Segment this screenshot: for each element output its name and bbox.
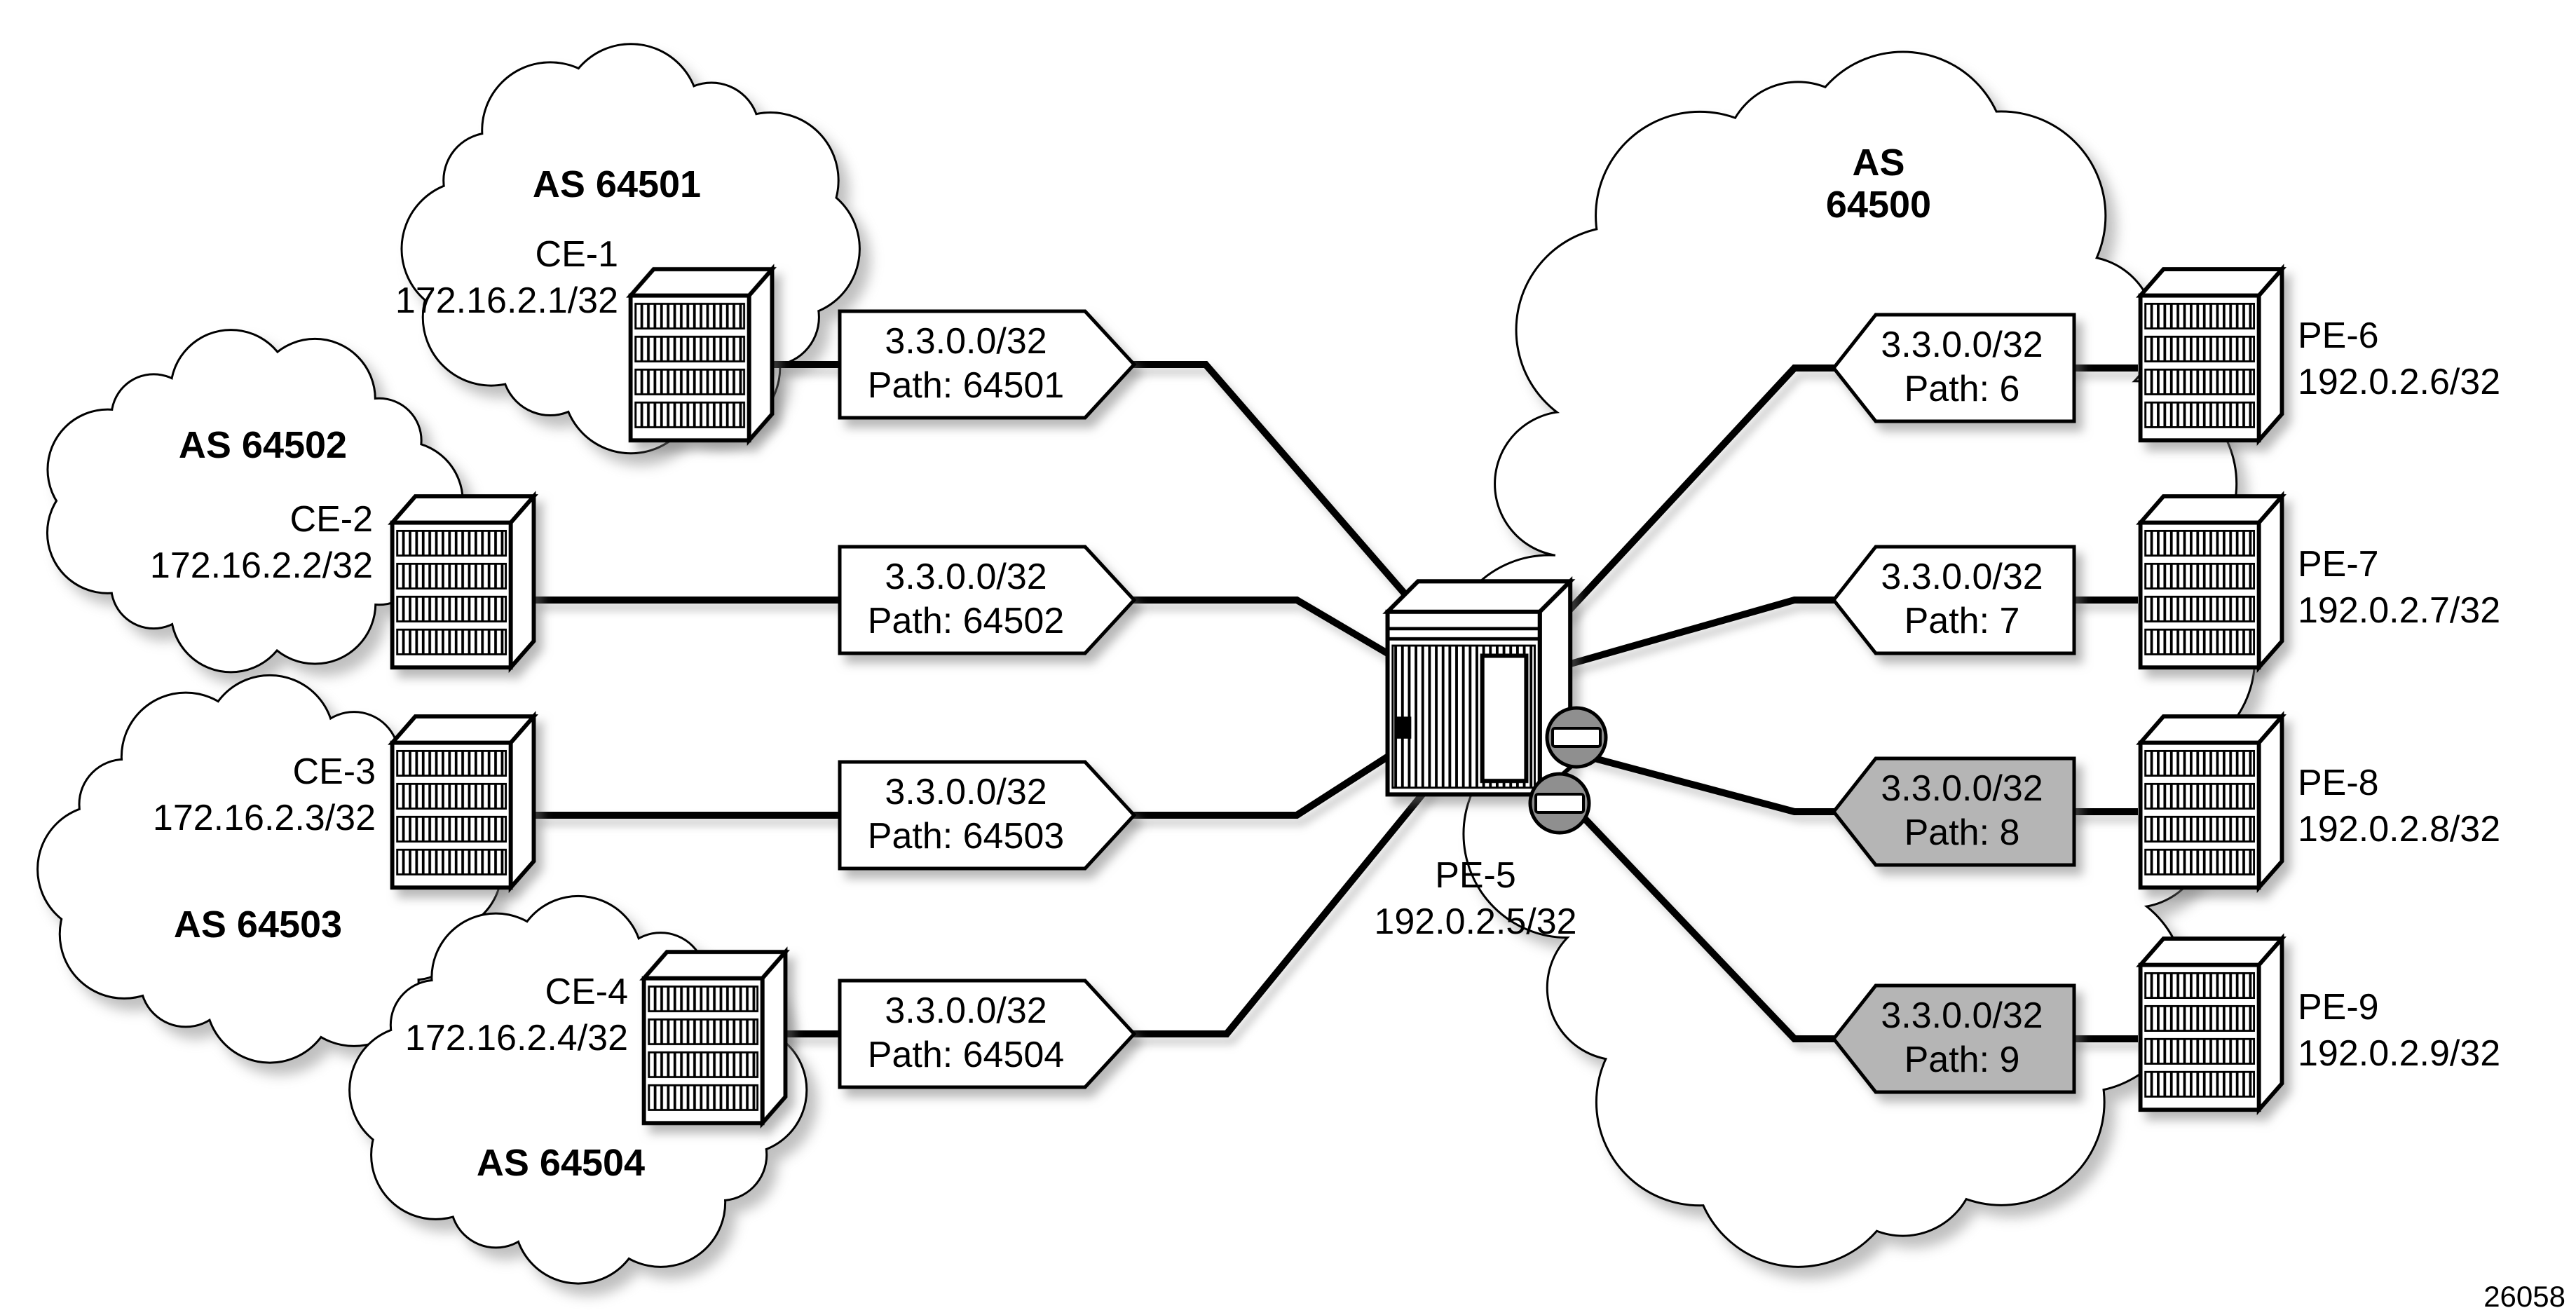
router-ip-pe9: 192.0.2.9/32 [2298, 1033, 2501, 1074]
route-banners [838, 309, 2076, 1094]
route-banner-ce4 [838, 979, 1137, 1089]
label-pe6: PE-6 192.0.2.6/32 [2298, 313, 2576, 405]
router-name-pe6: PE-6 [2298, 315, 2379, 356]
router-icon-ce3 [393, 716, 534, 887]
router-name-ce2: CE-2 [289, 499, 373, 540]
router-ip-pe5: 192.0.2.5/32 [1374, 901, 1577, 942]
router-icon-ce2 [393, 496, 534, 667]
router-name-pe7: PE-7 [2298, 544, 2379, 585]
link-ce2-pe5 [533, 597, 1411, 669]
label-ce3: CE-3 172.16.2.3/32 [31, 749, 376, 841]
route-prefix: 3.3.0.0/32 [1881, 325, 2043, 365]
cloud-as64503 [36, 674, 503, 1064]
route-prefix: 3.3.0.0/32 [885, 990, 1047, 1031]
route-prefix: 3.3.0.0/32 [885, 557, 1047, 597]
policy-icon-lower [1528, 772, 1591, 835]
router-icon-pe5 [1388, 581, 1571, 794]
route-path: Path: 9 [1904, 1040, 2020, 1080]
route-prefix: 3.3.0.0/32 [1881, 768, 2043, 809]
route-path: Path: 64504 [867, 1035, 1065, 1075]
label-ce1: CE-1 172.16.2.1/32 [273, 231, 618, 324]
router-icon-pe9 [2141, 939, 2282, 1110]
route-banner-pe9-highlighted [1831, 983, 2076, 1094]
link-ce3-pe5 [533, 740, 1411, 819]
router-ip-ce2: 172.16.2.2/32 [149, 545, 373, 586]
router-name-ce3: CE-3 [292, 751, 376, 792]
router-name-ce4: CE-4 [545, 972, 628, 1012]
as-label-64504: AS 64504 [476, 1142, 646, 1184]
route-label-ce3: 3.3.0.0/32 Path: 64503 [841, 770, 1091, 859]
router-name-pe5: PE-5 [1435, 855, 1516, 896]
cloud-as64502 [46, 329, 464, 674]
route-path: Path: 64501 [867, 365, 1065, 406]
route-prefix: 3.3.0.0/32 [1881, 995, 2043, 1036]
router-ip-ce1: 172.16.2.1/32 [395, 280, 618, 321]
label-pe5: PE-5 192.0.2.5/32 [1300, 852, 1651, 945]
route-banner-pe7 [1831, 545, 2076, 655]
label-pe9: PE-9 192.0.2.9/32 [2298, 984, 2576, 1077]
route-path: Path: 8 [1904, 812, 2020, 853]
policy-icon-upper [1545, 706, 1608, 769]
router-ip-ce3: 172.16.2.3/32 [152, 798, 376, 838]
as-label-64500-line2: 64500 [1825, 184, 1932, 226]
label-pe7: PE-7 192.0.2.7/32 [2298, 541, 2576, 634]
router-icon-pe7 [2141, 496, 2282, 667]
label-ce4: CE-4 172.16.2.4/32 [283, 969, 628, 1061]
route-path: Path: 6 [1904, 369, 2020, 409]
route-prefix: 3.3.0.0/32 [885, 772, 1047, 812]
route-prefix: 3.3.0.0/32 [1881, 557, 2043, 597]
route-label-pe9: 3.3.0.0/32 Path: 9 [1855, 994, 2069, 1082]
route-banner-ce3 [838, 760, 1137, 871]
route-label-pe7: 3.3.0.0/32 Path: 7 [1855, 555, 2069, 643]
route-prefix: 3.3.0.0/32 [885, 321, 1047, 362]
router-icon-pe8 [2141, 716, 2282, 887]
router-icon-pe6 [2141, 269, 2282, 440]
route-banner-pe6 [1831, 313, 2076, 423]
router-icon-ce1 [631, 269, 772, 440]
router-name-pe8: PE-8 [2298, 763, 2379, 803]
route-banner-ce1 [838, 309, 1137, 420]
router-icon-ce4 [644, 952, 786, 1123]
route-banner-ce2 [838, 545, 1137, 655]
as-label-64501: AS 64501 [532, 163, 702, 205]
as-label-64503: AS 64503 [173, 904, 343, 946]
route-banner-pe8-highlighted [1831, 756, 2076, 867]
router-ip-pe6: 192.0.2.6/32 [2298, 362, 2501, 402]
as-label-64502: AS 64502 [178, 424, 348, 466]
figure-number: 26058 [2483, 1280, 2565, 1313]
route-label-pe6: 3.3.0.0/32 Path: 6 [1855, 323, 2069, 411]
router-ip-ce4: 172.16.2.4/32 [404, 1018, 628, 1058]
router-ip-pe8: 192.0.2.8/32 [2298, 809, 2501, 850]
route-label-ce2: 3.3.0.0/32 Path: 64502 [841, 555, 1091, 643]
as-label-64500-line1: AS [1852, 142, 1905, 184]
router-ip-pe7: 192.0.2.7/32 [2298, 590, 2501, 631]
route-label-ce4: 3.3.0.0/32 Path: 64504 [841, 989, 1091, 1077]
router-name-ce1: CE-1 [535, 234, 618, 275]
router-name-pe9: PE-9 [2298, 987, 2379, 1028]
route-path: Path: 64502 [867, 601, 1065, 641]
route-label-ce1: 3.3.0.0/32 Path: 64501 [841, 320, 1091, 408]
as-label-64500: AS 64500 [1731, 142, 2026, 226]
route-path: Path: 7 [1904, 601, 2020, 641]
route-path: Path: 64503 [867, 816, 1065, 857]
label-pe8: PE-8 192.0.2.8/32 [2298, 760, 2576, 852]
label-ce2: CE-2 172.16.2.2/32 [28, 496, 373, 589]
route-label-pe8: 3.3.0.0/32 Path: 8 [1855, 767, 2069, 855]
